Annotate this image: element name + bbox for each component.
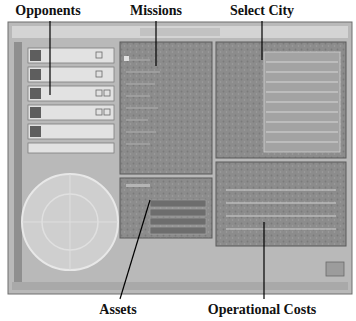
callout-label: Assets <box>99 302 136 318</box>
callout-label: Missions <box>130 3 182 19</box>
callout-label: Select City <box>230 3 294 19</box>
callout-label: Operational Costs <box>208 302 317 318</box>
callout-label: Opponents <box>15 3 80 19</box>
